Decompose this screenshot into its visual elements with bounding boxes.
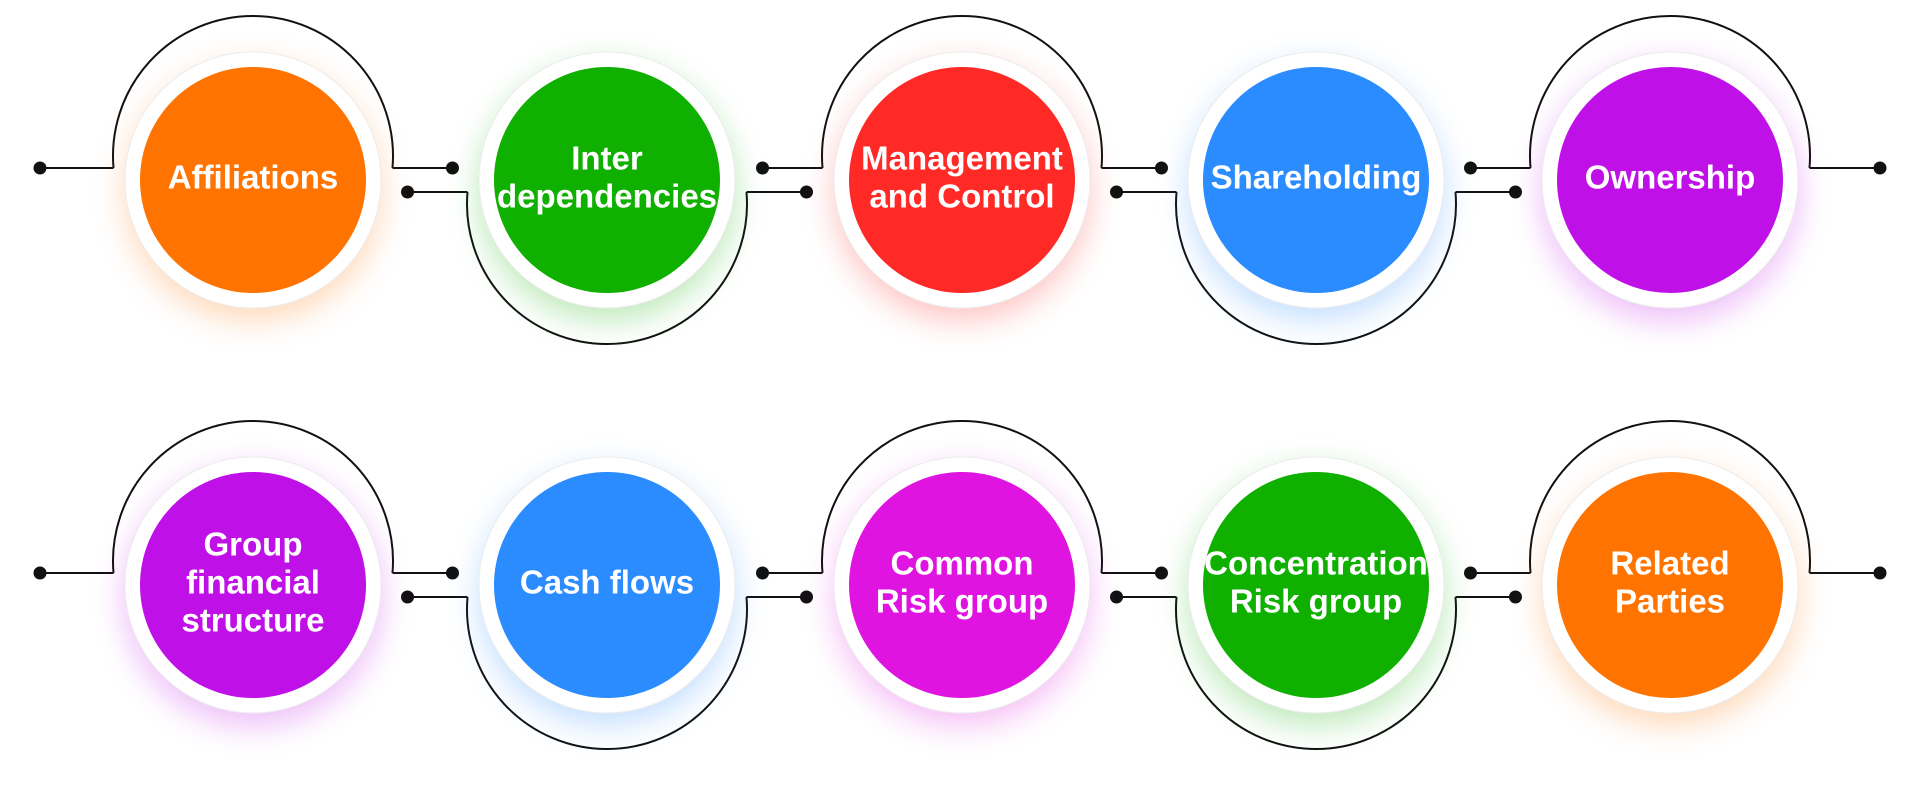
node-arc	[821, 419, 1103, 574]
node-label: Shareholding	[1211, 159, 1422, 196]
node-label: and Control	[869, 178, 1054, 215]
node-circle	[1203, 67, 1429, 293]
node-ring-edge	[1541, 51, 1799, 309]
connector-dot	[1464, 566, 1478, 580]
node-label: Affiliations	[168, 159, 339, 196]
node-circle	[1557, 67, 1783, 293]
connector-dot	[1154, 161, 1168, 175]
connector-dot	[1464, 161, 1478, 175]
node-label: Common	[891, 545, 1034, 582]
node-label: financial	[186, 564, 320, 601]
connector-dot	[799, 590, 813, 604]
node-label: dependencies	[497, 178, 717, 215]
node-shareholding: Shareholding	[1187, 51, 1445, 320]
node-circle	[1203, 472, 1429, 698]
node-ownership: Ownership	[1541, 51, 1799, 320]
node-arc	[466, 191, 748, 345]
node-ring-edge	[1541, 456, 1799, 714]
node-ring-edge	[478, 51, 736, 309]
node-circle	[849, 472, 1075, 698]
node-circle	[494, 67, 720, 293]
node-cash-flows: Cash flows	[478, 456, 736, 725]
node-label: Risk group	[876, 583, 1048, 620]
node-circle	[140, 67, 366, 293]
node-affiliations: Affiliations	[124, 51, 382, 320]
connector-dot	[445, 566, 459, 580]
node-ring-edge	[833, 456, 1091, 714]
connector-dot	[445, 161, 459, 175]
node-circle	[494, 472, 720, 698]
node-label: Parties	[1615, 583, 1725, 620]
node-arc	[1175, 596, 1457, 751]
connector-dot	[1508, 590, 1522, 604]
node-arc	[1529, 14, 1811, 169]
node-ring-edge	[124, 51, 382, 309]
connector-dot	[1110, 185, 1124, 199]
node-ring-edge	[833, 51, 1091, 309]
connector-dot	[33, 161, 47, 175]
connector-dot	[1873, 161, 1887, 175]
node-ring-edge	[1187, 51, 1445, 309]
connector-dot	[756, 566, 770, 580]
connector-dot	[756, 161, 770, 175]
node-arc	[112, 15, 394, 169]
node-label: Management	[861, 140, 1063, 177]
node-label: Cash flows	[520, 564, 694, 601]
node-arc	[1529, 419, 1811, 574]
connector-dot	[799, 185, 813, 199]
node-circle	[1557, 472, 1783, 698]
connector-dot	[1873, 566, 1887, 580]
node-ring-edge	[1187, 456, 1445, 714]
node-arc	[821, 14, 1103, 169]
node-label: Group	[204, 526, 303, 563]
connector-layer	[33, 14, 1887, 751]
node-label: Risk group	[1230, 583, 1402, 620]
node-arc	[466, 596, 748, 750]
node-label: Concentration	[1204, 545, 1428, 582]
node-arc	[1175, 191, 1457, 346]
connector-dot	[1110, 590, 1124, 604]
node-ring-edge	[124, 456, 382, 714]
connector-dot	[401, 185, 415, 199]
node-circle	[849, 67, 1075, 293]
node-label: structure	[181, 602, 324, 639]
connector-dot	[1154, 566, 1168, 580]
node-circle	[140, 472, 366, 698]
connector-dot	[1508, 185, 1522, 199]
node-label: Related	[1610, 545, 1729, 582]
node-label: Ownership	[1585, 159, 1756, 196]
node-ring-edge	[478, 456, 736, 714]
node-label: Inter	[571, 140, 643, 177]
connector-dot	[33, 566, 47, 580]
connector-dot	[401, 590, 415, 604]
node-arc	[112, 420, 394, 574]
